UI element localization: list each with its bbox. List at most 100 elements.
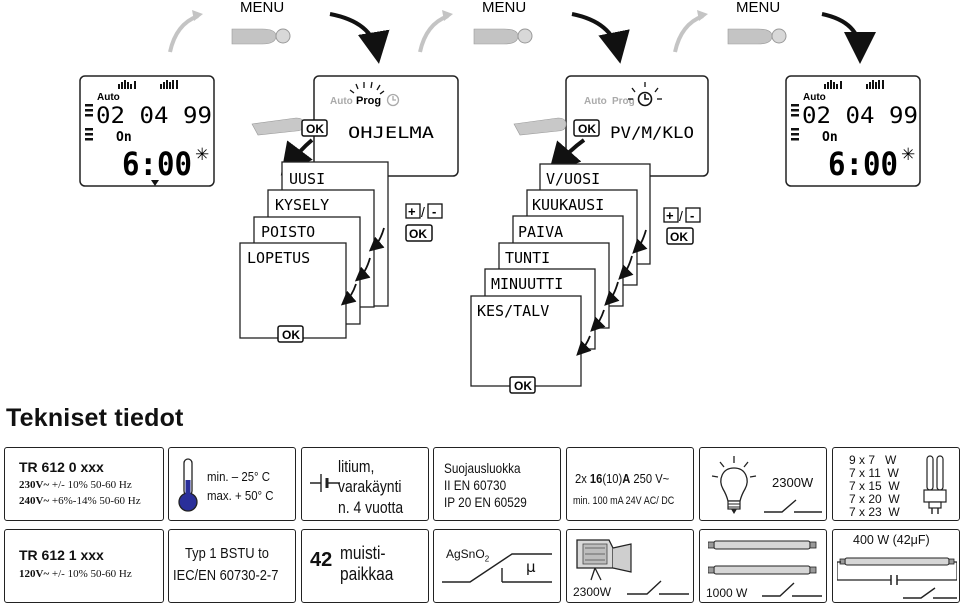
type-line: Typ 1 BSTU to [185, 545, 269, 562]
lcd-state: On [822, 130, 838, 145]
ok-key [509, 376, 536, 394]
clock-menu: Auto Prog OK PV/M/KLO V/UOSI KUUKAUSI PA… [470, 75, 709, 394]
hand-pointer-icon [251, 117, 305, 136]
voltage-range: +6%-14% 50-60 Hz [49, 495, 141, 507]
spec-protection: Suojausluokka II EN 60730 IP 20 EN 60529 [433, 447, 561, 521]
signal-bars-icon [824, 80, 884, 89]
clock-item: KES/TALV [477, 302, 549, 320]
cfl-row: 7 x 23 W [849, 505, 900, 519]
svg-text:+: + [666, 208, 674, 223]
spec-contact-material: AgSnO2 μ [433, 529, 561, 603]
menu-gesture-2: MENU [418, 0, 630, 64]
spec-model-a: TR 612 0 xxx 230V~ +/- 10% 50-60 Hz 240V… [4, 447, 164, 521]
cursor-triangle-icon [151, 180, 159, 186]
lcd-mode: Auto [97, 92, 120, 103]
clock-icon [386, 93, 400, 107]
switch-symbol [627, 580, 689, 595]
clock-icon [637, 91, 653, 107]
lcd-date: 02 04 99 [96, 104, 212, 129]
clock-item: KUUKAUSI [532, 196, 604, 214]
switch-symbol [762, 582, 822, 597]
spec-contacts: 2x 16(10)A 250 V~ min. 100 mA 24V AC/ DC [566, 447, 694, 521]
ok-key [573, 119, 600, 137]
voltage-line: 240V~ +6%-14% 50-60 Hz [19, 496, 141, 507]
svg-text:OK: OK [514, 379, 532, 393]
spec-fluor-compensated: 400 W (42μF) [832, 529, 960, 603]
cfl-row: 7 x 20 W [849, 492, 900, 506]
clock-item: V/UOSI [546, 170, 600, 188]
spec-cfl: 9 x 7 W 7 x 11 W 7 x 15 W 7 x 20 W 7 x 2… [832, 447, 960, 521]
rating-part: (10) [602, 471, 623, 486]
thermometer-icon [178, 458, 198, 512]
svg-text:-: - [432, 204, 436, 219]
light-bulb-icon [711, 456, 757, 514]
contact-min: min. 100 mA 24V AC/ DC [573, 495, 675, 507]
micro-gap-symbol: μ [526, 558, 536, 576]
program-item: LOPETUS [247, 249, 310, 267]
clock-item: PAIVA [518, 223, 563, 241]
temp-min: min. – 25° C [207, 469, 271, 484]
prog-auto-label: Auto [330, 96, 353, 107]
type-line: IEC/EN 60730-2-7 [173, 567, 279, 584]
menu-card-stack [470, 163, 651, 387]
svg-text:Auto: Auto [584, 96, 607, 107]
svg-text:Auto: Auto [803, 92, 826, 103]
plus-minus-keys: + / - OK [663, 207, 701, 245]
rating-part: 2x [575, 471, 590, 486]
compensation-label: 400 W (42μF) [853, 533, 930, 547]
floodlight-icon [576, 539, 632, 581]
svg-text:OK: OK [578, 122, 596, 136]
material-subscript: 2 [484, 554, 490, 564]
program-item: POISTO [261, 223, 315, 241]
lamp-power: 2300W [772, 475, 814, 490]
protection-line: IP 20 EN 60529 [444, 494, 527, 510]
spec-incandescent: 2300W [699, 447, 827, 521]
svg-text:-: - [690, 208, 694, 223]
flash-rays-icon [628, 82, 662, 100]
return-arrows [576, 229, 648, 356]
relay-contact-symbol [442, 553, 552, 583]
halogen-power: 2300W [573, 585, 612, 599]
cfl-row: 7 x 11 W [849, 466, 899, 480]
material-label: AgSnO2 [446, 548, 489, 563]
lcd-time: 6:00 [828, 145, 898, 183]
program-item: UUSI [289, 170, 325, 188]
spec-type: Typ 1 BSTU to IEC/EN 60730-2-7 [168, 529, 296, 603]
svg-text:/: / [421, 204, 425, 220]
clock-title: PV/M/KLO [610, 123, 694, 142]
lcd-screen-right: Auto 02 04 99 On 6:00 ✳ [785, 75, 921, 187]
svg-text:/: / [679, 208, 683, 224]
menu-gesture-1: MENU [168, 0, 390, 64]
compact-fluorescent-icon [923, 455, 947, 514]
specs-title: Tekniset tiedot [6, 404, 184, 432]
battery-line: varakäynti [338, 477, 402, 496]
program-title: OHJELMA [348, 123, 434, 142]
signal-bars-icon [118, 80, 178, 89]
plus-minus-keys: + / - OK [405, 203, 443, 242]
voltage-line: 230V~ +/- 10% 50-60 Hz [19, 480, 132, 491]
clock-item: TUNTI [505, 249, 550, 267]
rating-part: 16 [589, 471, 603, 486]
voltage-value: 240V~ [19, 495, 50, 507]
spec-memory: 42 muisti- paikkaa [301, 529, 429, 603]
menu-label: MENU [482, 0, 526, 16]
memory-line: muisti- [340, 543, 386, 563]
voltage-value: 230V~ [19, 479, 50, 491]
battery-icon [310, 474, 340, 492]
hand-icon [473, 28, 519, 45]
spec-model-b: TR 612 1 xxx 120V~ +/- 10% 50-60 Hz [4, 529, 164, 603]
menu-card-stack [239, 161, 389, 339]
hand-pointer-icon [513, 117, 567, 136]
voltage-line: 120V~ +/- 10% 50-60 Hz [19, 569, 132, 580]
model-name: TR 612 0 xxx [19, 459, 104, 475]
flash-rays-icon [349, 81, 385, 95]
fluorescent-power: 1000 W [706, 586, 748, 600]
cfl-row: 7 x 15 W [849, 479, 900, 493]
protection-line: Suojausluokka [444, 460, 521, 476]
voltage-range: +/- 10% 50-60 Hz [49, 479, 132, 491]
voltage-value: 120V~ [19, 568, 50, 580]
svg-text:OK: OK [670, 230, 688, 244]
spec-halogen: 2300W [566, 529, 694, 603]
sun-icon: ✳ [901, 145, 915, 165]
svg-text:+: + [408, 204, 416, 219]
